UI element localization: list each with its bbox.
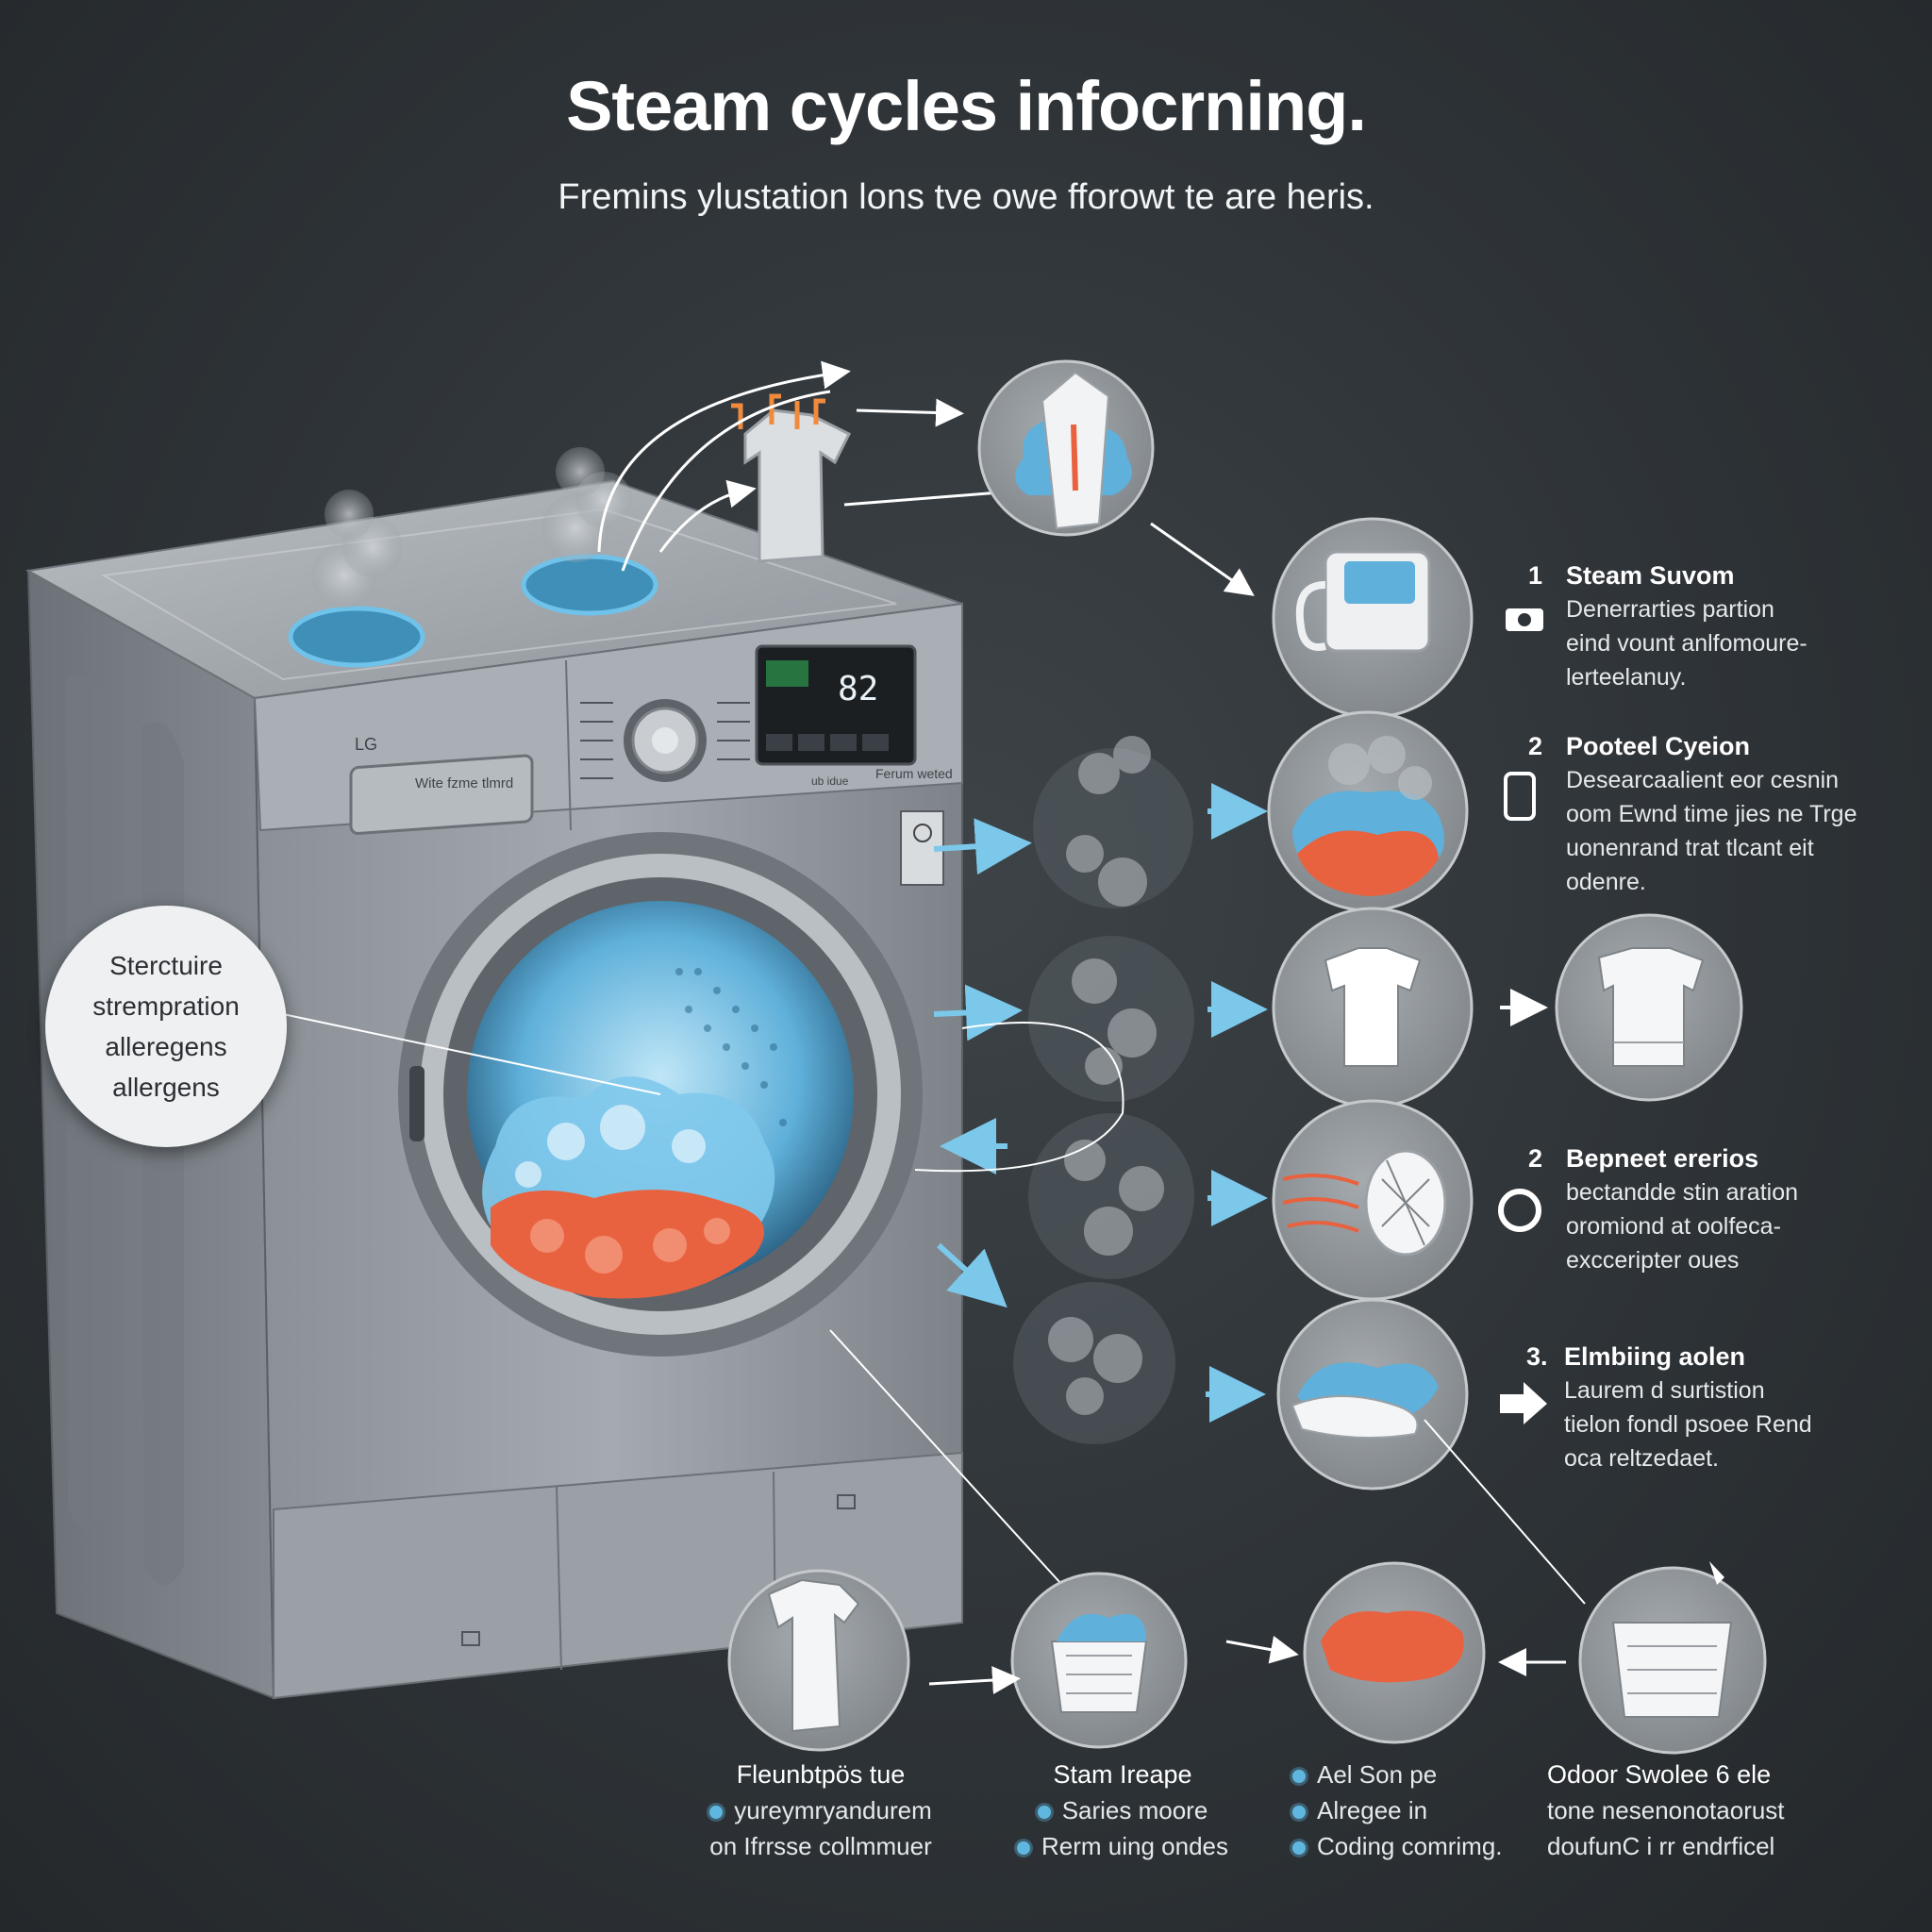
step-line: uonenrand trat tlcant eit (1566, 835, 1814, 861)
steam-wells (288, 447, 658, 668)
step-line: Desearcaalient eor cesnin (1566, 767, 1840, 793)
bottom-arrows (928, 1635, 1566, 1695)
step-line: oromiond at oolfeca- (1566, 1213, 1781, 1240)
callout-line: Sterctuire (109, 951, 223, 980)
step-circle-1 (1272, 517, 1474, 719)
display-readout: 82 (838, 670, 878, 708)
step-line: bectandde stin aration (1566, 1179, 1799, 1206)
bottom-circle-basket-blue (1010, 1572, 1188, 1749)
bullet-dot (1037, 1806, 1051, 1820)
step-line: tielon fondl psoee Rend (1564, 1411, 1812, 1438)
step-title: Elmbiing aolen (1564, 1342, 1746, 1371)
machine-panel-label-small: ub idue (811, 774, 849, 788)
bottom-line: tone nesenonotaorust (1547, 1796, 1785, 1824)
step-circle-2 (1267, 710, 1469, 912)
callout-line: alleregens (105, 1032, 227, 1061)
bottom-text-3: Ael Son pe Alregee in Coding comrimg. (1292, 1757, 1557, 1864)
step-line: oca reltzedaet. (1564, 1445, 1719, 1472)
bottom-line: Ael Son pe (1317, 1760, 1438, 1789)
bullet-dot (1292, 1806, 1306, 1820)
bottom-title: Odoor Swolee 6 ele (1547, 1760, 1772, 1789)
bottom-line: on Ifrrsse collmmuer (709, 1832, 932, 1860)
bullet-dot (1292, 1770, 1306, 1784)
step-title: Bepneet ererios (1566, 1144, 1759, 1173)
step-number: 3. (1526, 1342, 1548, 1371)
bottom-line: Coding comrimg. (1317, 1832, 1503, 1860)
bottom-text-2: Stam Ireape Saries moore Rerm uing ondes (1000, 1757, 1245, 1864)
shirt-above-machine (731, 393, 852, 563)
bottom-line: doufunC i rr endrficel (1547, 1832, 1775, 1860)
bottom-circle-basket (1578, 1561, 1767, 1755)
machine-brand: LG (355, 735, 377, 754)
step-line: Denerrarties partion (1566, 596, 1774, 623)
step-title: Pooteel Cyeion (1566, 732, 1751, 760)
step-line: odenre. (1566, 869, 1646, 895)
flow-arrows-blue (933, 783, 1268, 1423)
callout-line: strempration (92, 991, 240, 1021)
bottom-text-4: Odoor Swolee 6 ele tone nesenonotaorust … (1547, 1757, 1830, 1864)
steam-column (1013, 736, 1194, 1444)
bullet-dot (1292, 1841, 1306, 1856)
bottom-line: Rerm uing ondes (1041, 1832, 1228, 1860)
bottom-circle-shirt (727, 1569, 910, 1752)
shirt-steam-circle (977, 359, 1155, 537)
step-line: lerteelanuy. (1566, 664, 1687, 691)
step-line: excceripter oues (1566, 1247, 1740, 1274)
bottom-line: Alregee in (1317, 1796, 1428, 1824)
bottom-title: Fleunbtpös tue (736, 1760, 906, 1789)
step-line: Laurem d surtistion (1564, 1377, 1765, 1404)
bottom-text-1: Fleunbtpös tue yureymryandurem on Ifrrss… (679, 1757, 962, 1864)
step-circle-4 (1276, 1298, 1469, 1491)
bottom-circle-orange (1303, 1561, 1486, 1744)
step-number: 2 (1528, 1144, 1543, 1173)
leader-lines (282, 1013, 1586, 1605)
step-circle-shirt (1272, 907, 1474, 1108)
bottom-line: Saries moore (1061, 1796, 1208, 1824)
bullet-dot (1017, 1841, 1030, 1856)
page-title: Steam cycles infocrning. (566, 67, 1367, 145)
folded-shirt-circle (1555, 913, 1743, 1102)
step-line: eind vount anlfomoure- (1566, 630, 1807, 657)
allergen-callout: Sterctuire strempration alleregens aller… (45, 906, 287, 1147)
step-side-icons (1498, 608, 1547, 1424)
callout-line: allergens (112, 1073, 220, 1102)
step-text-1: 1 Steam Suvom Denerrarties partion eind v… (1528, 558, 1868, 694)
machine-panel-label-right: Ferum weted (875, 766, 953, 781)
bullet-dot (709, 1806, 724, 1820)
step-line: oom Ewnd time jies ne Trge (1566, 801, 1857, 827)
step-text-2: 2 Pooteel Cyeion Desearcaalient eor cesni… (1528, 729, 1915, 899)
step-number: 2 (1528, 732, 1543, 760)
step-text-4: 3. Elmbiing aolen Laurem d surtistion tie… (1526, 1340, 1866, 1475)
step-number: 1 (1528, 561, 1543, 590)
bottom-line: yureymryandurem (734, 1796, 932, 1824)
step-title: Steam Suvom (1566, 561, 1735, 590)
bottom-title: Stam Ireape (1053, 1760, 1192, 1789)
page-subtitle: Fremins ylustation lons tve owe fforowt … (558, 177, 1374, 217)
step-circle-3 (1272, 1099, 1474, 1301)
machine-panel-label: Wite fzme tlmrd (415, 775, 513, 791)
